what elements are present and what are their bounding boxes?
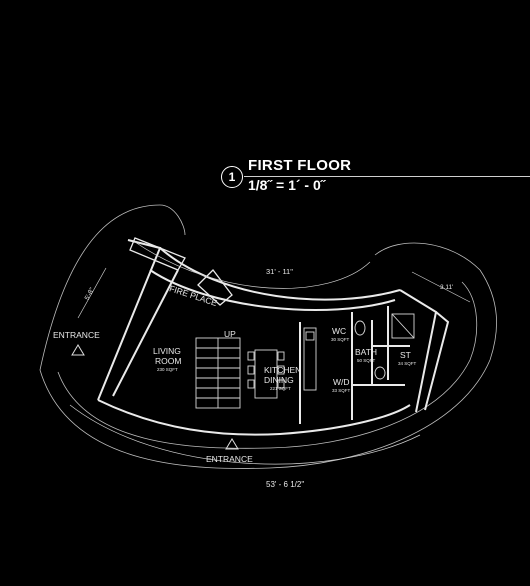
bath-fixtures <box>354 313 415 380</box>
label-st-area: 34 SQFT <box>398 361 417 366</box>
label-living-1: LIVING <box>153 346 181 356</box>
label-up: UP <box>224 329 236 339</box>
label-wd-area: 33 SQFT <box>332 388 351 393</box>
dim-top: 31' - 11" <box>266 267 293 276</box>
label-entrance-left: ENTRANCE <box>53 330 100 340</box>
label-fireplace: FIRE PLACE <box>168 283 219 308</box>
label-kitchen-1: KITCHEN <box>264 365 301 375</box>
label-bath: BATH <box>355 347 377 357</box>
label-wd: W/D <box>333 377 350 387</box>
label-living-2: ROOM <box>155 356 181 366</box>
dining-table <box>247 349 285 399</box>
title-rule <box>244 176 530 177</box>
dim-bottom: 53' - 6 1/2" <box>266 480 304 489</box>
label-st: ST <box>400 350 411 360</box>
label-wc: WC <box>332 326 346 336</box>
site-lines <box>39 204 497 469</box>
label-entrance-bottom: ENTRANCE <box>206 454 253 464</box>
entrance-markers <box>71 344 239 450</box>
drawing-scale: 1/8˝ = 1´ - 0˝ <box>248 177 326 193</box>
label-kitchen-2: DINING <box>264 375 294 385</box>
fireplace-outline <box>129 237 233 306</box>
label-wc-area: 30 SQFT <box>331 337 350 342</box>
drawing-number: 1 <box>221 166 243 188</box>
dim-right: 3.11' <box>440 284 453 291</box>
staircase <box>195 337 241 409</box>
label-bath-area: 50 SQFT <box>357 358 376 363</box>
kitchen-counter <box>303 327 317 391</box>
label-living-area: 230 SQFT <box>157 367 178 372</box>
label-kitchen-area: 221 SQFT <box>270 386 291 391</box>
drawing-title: FIRST FLOOR <box>248 157 352 174</box>
building-walls <box>97 239 450 436</box>
dimension-lines <box>69 241 471 465</box>
